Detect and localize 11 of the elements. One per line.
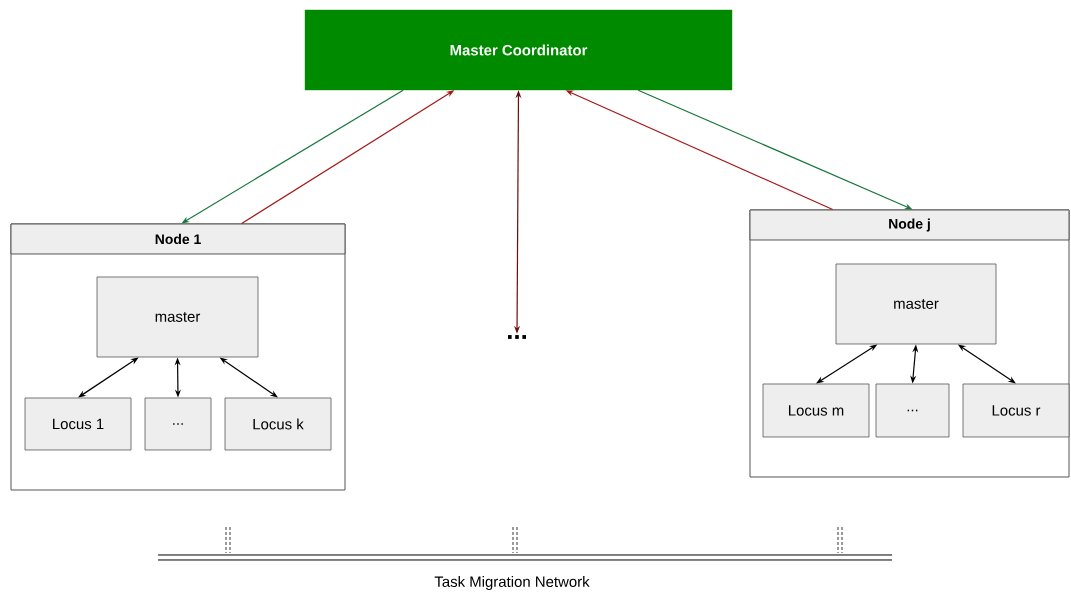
process-box: ...	[144, 397, 212, 451]
process-box: ...	[875, 383, 950, 438]
network-label: Task Migration Network	[434, 576, 590, 590]
process-box: Locus k	[224, 397, 332, 451]
coordinator-box: Master Coordinator	[304, 9, 733, 91]
process-box: master	[835, 263, 997, 345]
process-box: master	[96, 276, 259, 358]
process-box: Locus m	[762, 383, 870, 438]
process-box: Locus 1	[24, 397, 132, 451]
ellipsis-text: ...	[508, 335, 526, 339]
process-box: Locus r	[962, 383, 1070, 438]
